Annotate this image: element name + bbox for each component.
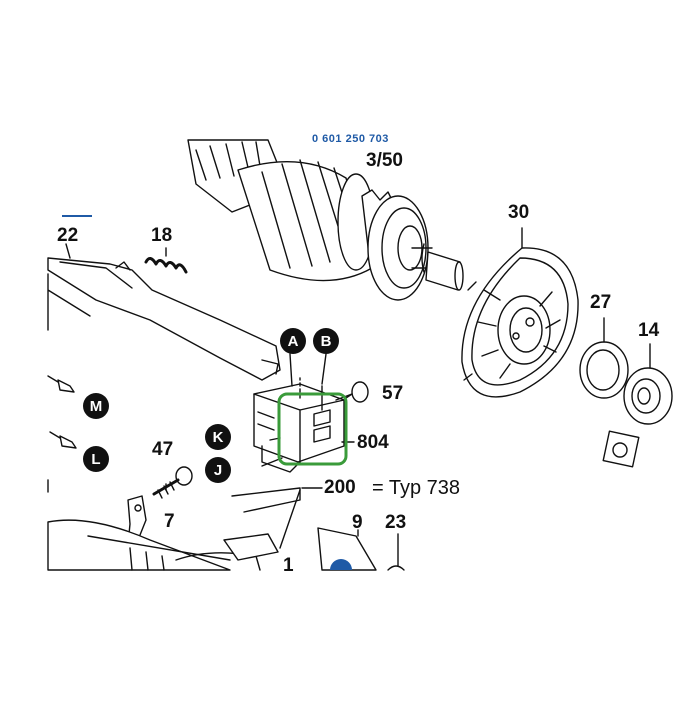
part-9-drawing xyxy=(317,527,377,571)
badge-m: M xyxy=(83,393,109,419)
ring-drawing xyxy=(579,317,629,399)
part-23-drawing xyxy=(387,533,405,571)
screw-47-drawing xyxy=(152,466,193,499)
label-housing-type: = Typ 738 xyxy=(372,477,461,499)
label-lever: 22 xyxy=(57,225,79,246)
label-screw-47: 47 xyxy=(152,439,174,460)
fan-housing-drawing xyxy=(461,227,579,398)
label-fan-housing: 30 xyxy=(508,202,530,223)
label-ring: 27 xyxy=(590,292,612,313)
label-housing: 200 xyxy=(324,477,356,498)
label-screw-57: 57 xyxy=(382,383,404,404)
label-armature: 3/50 xyxy=(366,150,403,171)
spring-drawing xyxy=(144,247,188,274)
part-number: 0 601 250 703 xyxy=(312,133,389,145)
badge-j: J xyxy=(205,457,231,483)
housing-drawing xyxy=(47,487,323,571)
badge-k: K xyxy=(205,424,231,450)
badge-a: A xyxy=(280,328,306,354)
label-spring: 18 xyxy=(151,225,173,246)
badge-b: B xyxy=(313,328,339,354)
label-part-9: 9 xyxy=(352,512,363,533)
label-part-1: 1 xyxy=(283,555,294,576)
switch-drawing xyxy=(253,377,345,473)
label-switch: 804 xyxy=(357,432,389,453)
armature-drawing xyxy=(187,139,464,301)
label-bearing: 14 xyxy=(638,320,660,341)
label-part-23: 23 xyxy=(385,512,407,533)
lever-drawing xyxy=(47,243,281,381)
badge-l: L xyxy=(83,446,109,472)
bearing-drawing xyxy=(602,343,673,468)
label-bracket: 7 xyxy=(164,511,175,532)
switch-highlight-box xyxy=(277,392,348,466)
connector-pins-drawing xyxy=(47,375,77,493)
